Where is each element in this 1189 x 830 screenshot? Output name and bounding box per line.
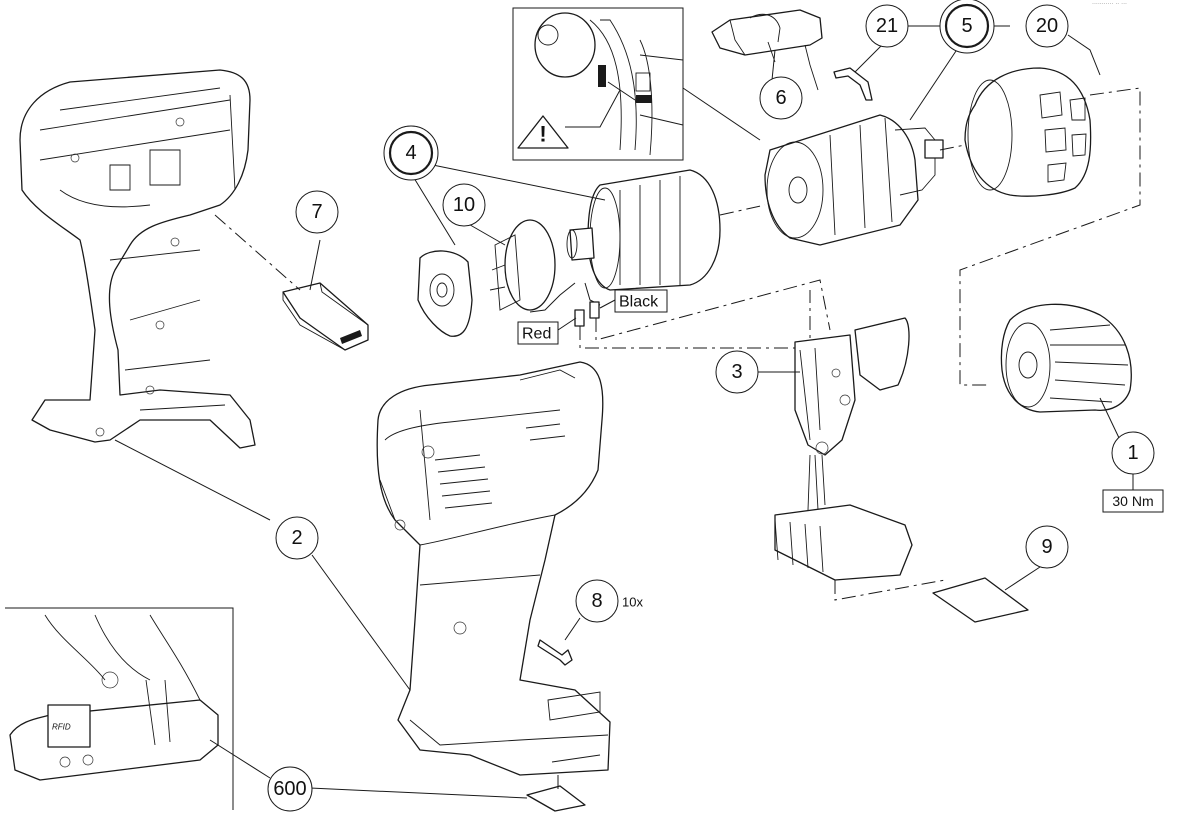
- assembly-line-switch-label: [834, 579, 946, 601]
- callout-600: 600: [267, 766, 313, 812]
- nameplate-sticker: [526, 785, 586, 812]
- svg-text:7: 7: [311, 201, 322, 223]
- callout-5: 5: [939, 0, 995, 54]
- svg-text:2: 2: [291, 527, 302, 549]
- svg-text:30 Nm: 30 Nm: [1112, 493, 1153, 509]
- rfid-label: RFID: [52, 723, 71, 732]
- callout-2: 2: [275, 516, 319, 560]
- assembly-line-ring-chuck: [959, 87, 1141, 386]
- svg-text:1: 1: [1127, 442, 1138, 464]
- connector-black: [589, 301, 600, 319]
- black-leader: [599, 299, 616, 309]
- housing-left-half: [19, 69, 256, 449]
- svg-text:10: 10: [453, 194, 475, 216]
- motor-end-cap: [489, 219, 556, 311]
- inset-housing-base: RFID: [5, 607, 234, 810]
- callout-9: 9: [1025, 525, 1069, 569]
- assembly-line-gearbox-ring: [939, 144, 966, 151]
- callout-10: 10: [442, 183, 486, 227]
- svg-text:5: 5: [961, 15, 972, 37]
- callout-21: 21: [865, 4, 909, 48]
- led-module: [711, 9, 823, 91]
- svg-text:6: 6: [775, 87, 786, 109]
- svg-text:21: 21: [876, 15, 898, 37]
- screw: [537, 639, 573, 666]
- inset-leader: [682, 87, 761, 141]
- wire-label-black: Black: [614, 289, 668, 313]
- callout-4: 4: [383, 125, 439, 181]
- gearbox: [764, 114, 944, 246]
- connector-red: [574, 309, 585, 327]
- gear-selector-spring: [833, 67, 873, 101]
- assembly-line-red: [579, 290, 811, 349]
- wire-label-red: Red: [517, 321, 559, 345]
- keyless-chuck: [1000, 303, 1132, 413]
- assembly-line-black: [595, 279, 831, 341]
- svg-text:8: 8: [591, 590, 602, 612]
- belt-clip-slide: [282, 282, 369, 351]
- wire-red: [529, 282, 576, 313]
- screw-quantity: 10x: [622, 595, 643, 610]
- header-text: ........... .. ...: [1092, 0, 1127, 6]
- red-leader: [557, 317, 577, 331]
- warning-icon: !: [517, 115, 569, 149]
- torque-ring: [964, 67, 1092, 197]
- callout-3: 3: [715, 350, 759, 394]
- svg-text:4: 4: [405, 142, 416, 164]
- assembly-line-motor-gearbox: [719, 204, 766, 216]
- callout-7: 7: [295, 190, 339, 234]
- alignment-mark-lower: [636, 95, 652, 103]
- inset-warning-detail: !: [512, 7, 684, 161]
- switch-label-sticker: [932, 577, 1029, 623]
- svg-text:9: 9: [1041, 536, 1052, 558]
- svg-text:!: !: [539, 122, 546, 147]
- torque-note: 30 Nm: [1102, 489, 1164, 513]
- callout-1: 1: [1111, 431, 1155, 475]
- svg-text:3: 3: [731, 361, 742, 383]
- callout-8: 8: [575, 579, 619, 623]
- motor: [566, 169, 721, 291]
- svg-text:Black: Black: [619, 294, 659, 311]
- assembly-line-7: [214, 214, 301, 291]
- svg-text:20: 20: [1036, 15, 1058, 37]
- svg-text:Red: Red: [522, 326, 551, 343]
- drill-housing-right: [376, 361, 611, 776]
- trigger-switch: [774, 317, 913, 581]
- alignment-mark-upper: [598, 65, 606, 87]
- leader-lines: [114, 25, 1134, 799]
- callout-6: 6: [759, 76, 803, 120]
- svg-text:600: 600: [273, 778, 306, 800]
- motor-end-plate: [417, 250, 473, 337]
- callout-20: 20: [1025, 4, 1069, 48]
